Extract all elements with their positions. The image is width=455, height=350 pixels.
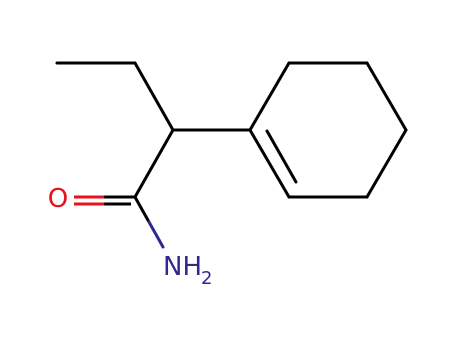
nitrogen-label: NH	[163, 252, 202, 282]
ring-bond-1	[248, 61, 291, 132]
amide-bond-n	[147, 220, 165, 249]
ring-double-bond-inner	[265, 129, 298, 184]
bond-ch2-ch	[133, 61, 175, 132]
ring-bond-4	[365, 128, 408, 199]
h-count-subscript: 2	[201, 268, 212, 289]
ring-bond-6	[248, 128, 291, 199]
bond-ch-carbonyl	[133, 128, 175, 199]
oxygen-label: O	[48, 184, 68, 214]
amide-bond-c	[133, 195, 151, 224]
ring-bond-3	[365, 61, 408, 132]
